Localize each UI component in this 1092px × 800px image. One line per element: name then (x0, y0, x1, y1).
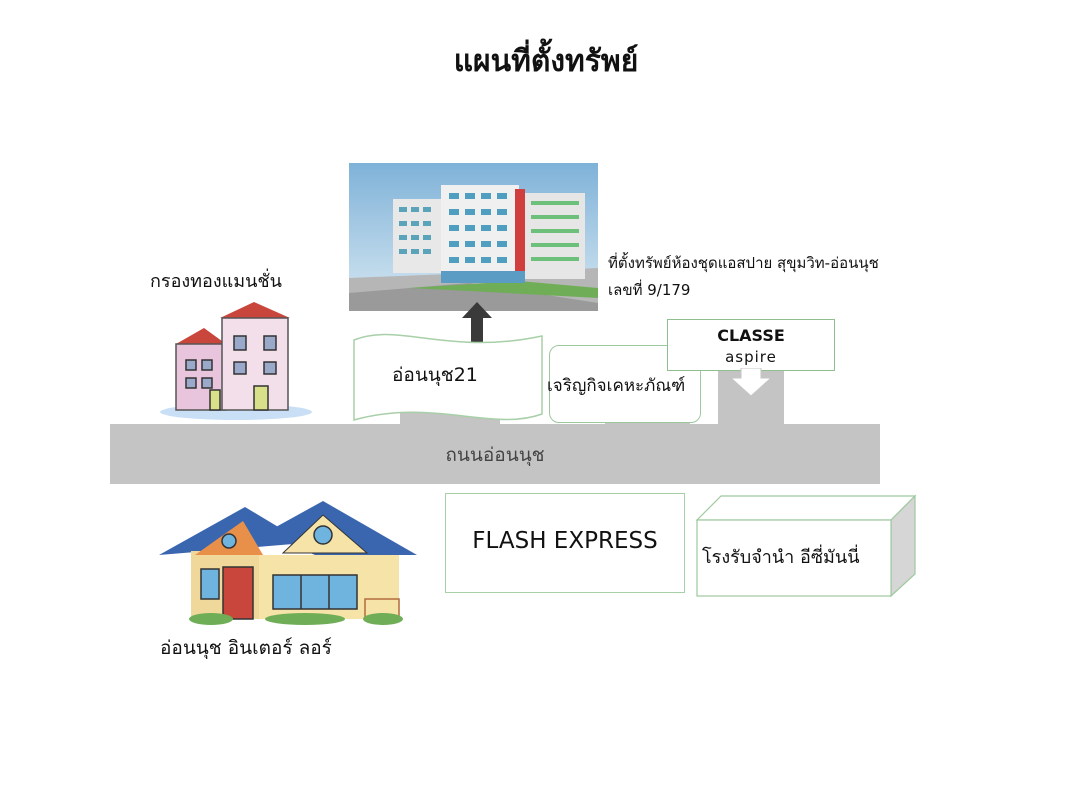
map-title: แผนที่ตั้งทรัพย์ (453, 44, 639, 79)
down-arrow-icon (731, 368, 771, 396)
mansion-icon (160, 302, 312, 420)
property-info: ที่ตั้งทรัพย์ห้องชุดแอสปาย สุขุมวิท-อ่อน… (608, 250, 879, 304)
interlor-label: อ่อนนุช อินเตอร์ ลอร์ (160, 637, 332, 659)
road-label: ถนนอ่อนนุช (445, 444, 545, 466)
shop-label: เจริญกิจเคหะภัณฑ์ (547, 376, 686, 396)
property-number-line: เลขที่ 9/179 (608, 281, 691, 299)
classe-label: CLASSE (717, 326, 785, 345)
house-icon (159, 501, 417, 625)
aspire-label: aspire (725, 348, 777, 366)
flash-express-label: FLASH EXPRESS (472, 528, 658, 554)
classe-box (667, 319, 835, 371)
mansion-label: กรองทองแมนชั่น (150, 271, 282, 292)
building-image (349, 163, 598, 311)
soi21-label: อ่อนนุช21 (392, 364, 478, 386)
flash-express-box (445, 493, 685, 593)
property-address-line: ที่ตั้งทรัพย์ห้องชุดแอสปาย สุขุมวิท-อ่อน… (608, 254, 879, 272)
main-road (110, 424, 880, 484)
pawn-shop-label: โรงรับจำนำ อีซี่มันนี่ (702, 547, 860, 568)
pawn-shop-box (695, 494, 917, 598)
soi21-flag-shape (353, 333, 543, 421)
up-arrow-icon (462, 302, 492, 352)
